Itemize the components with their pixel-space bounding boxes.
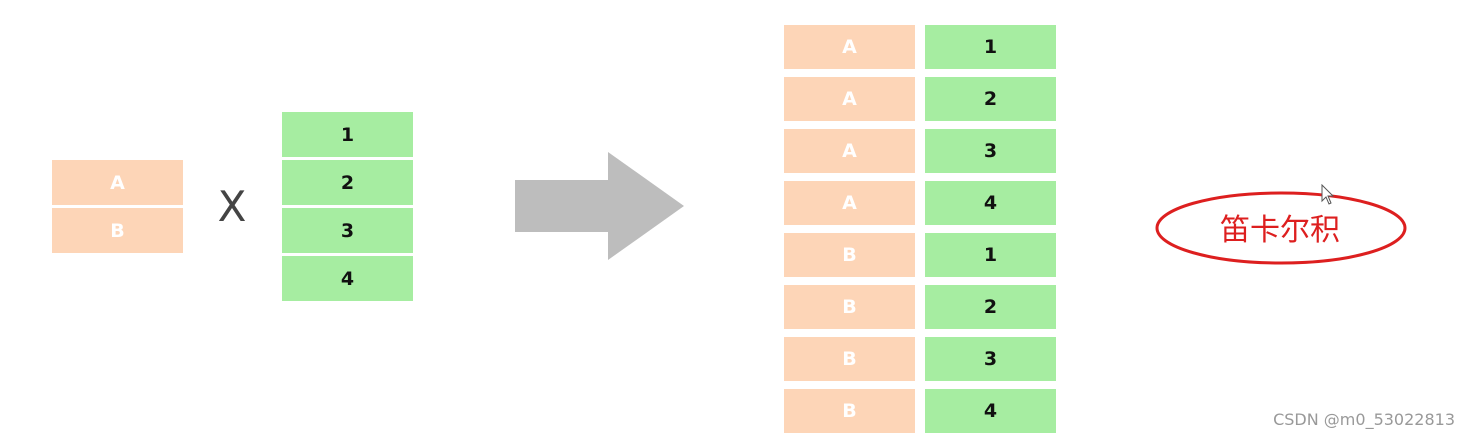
result-letter-cell: B — [784, 389, 915, 433]
result-number-cell: 2 — [925, 285, 1056, 329]
result-number-cell: 4 — [925, 389, 1056, 433]
right-table-cell: 1 — [282, 112, 413, 157]
right-table-cell: 2 — [282, 160, 413, 205]
result-number-cell: 3 — [925, 129, 1056, 173]
result-letter-cell: A — [784, 181, 915, 225]
times-sign: X — [217, 181, 247, 231]
callout-label: 笛卡尔积 — [1220, 213, 1340, 248]
result-letter-cell: B — [784, 233, 915, 277]
result-letter-cell: A — [784, 25, 915, 69]
right-table-cell: 4 — [282, 256, 413, 301]
result-letter-cell: A — [784, 129, 915, 173]
mouse-pointer-icon — [1321, 184, 1335, 205]
result-number-cell: 2 — [925, 77, 1056, 121]
result-letter-cell: A — [784, 77, 915, 121]
right-table-cell: 3 — [282, 208, 413, 253]
result-number-cell: 4 — [925, 181, 1056, 225]
right-arrow-icon — [515, 152, 684, 260]
callout-ellipse — [1155, 191, 1407, 265]
result-letter-cell: B — [784, 285, 915, 329]
result-letter-cell: B — [784, 337, 915, 381]
result-number-cell: 3 — [925, 337, 1056, 381]
watermark: CSDN @m0_53022813 — [1273, 410, 1455, 429]
result-number-cell: 1 — [925, 233, 1056, 277]
left-table-cell: A — [52, 160, 183, 205]
result-number-cell: 1 — [925, 25, 1056, 69]
left-table-cell: B — [52, 208, 183, 253]
